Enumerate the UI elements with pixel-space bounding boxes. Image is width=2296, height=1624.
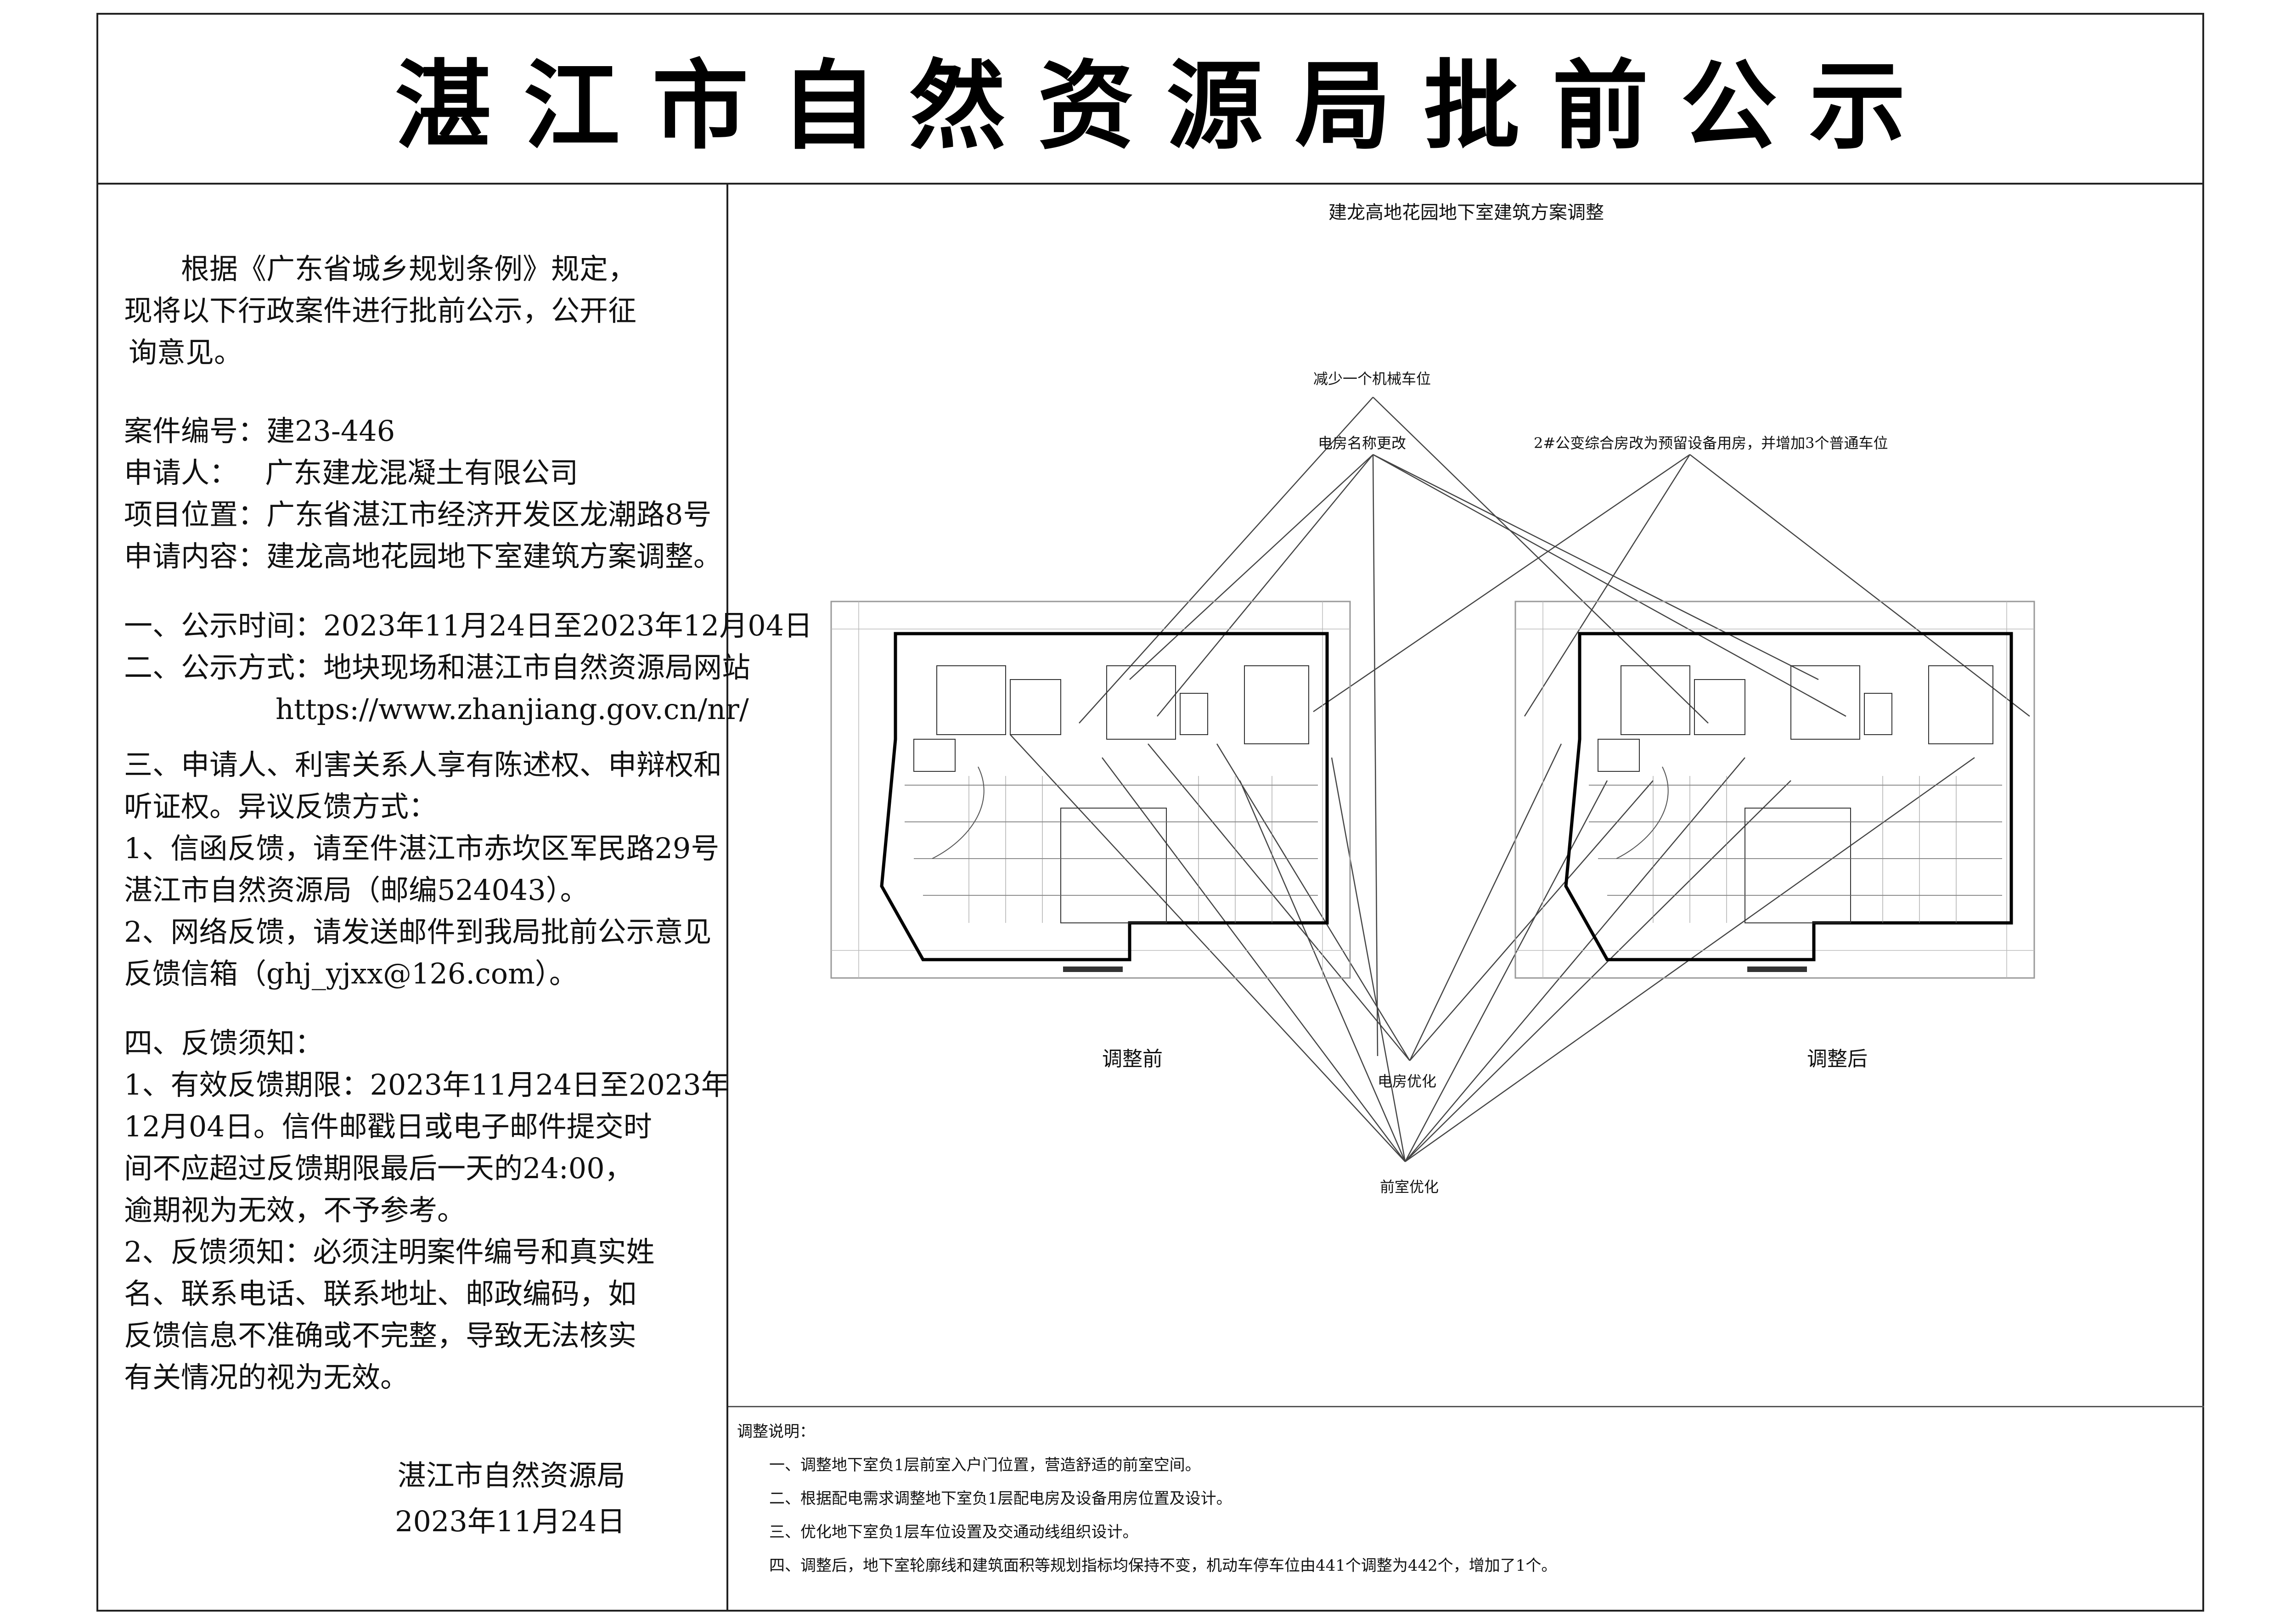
notes-heading: 调整说明： — [737, 1422, 815, 1441]
applicant: 申请人： 广东建龙混凝土有限公司 — [124, 456, 579, 489]
application-content: 申请内容：建龙高地花园地下室建筑方案调整。 — [124, 539, 722, 573]
callout-substation: 2#公变综合房改为预留设备用房，并增加3个普通车位 — [1534, 434, 1888, 452]
website-url: https://www.zhanjiang.gov.cn/nr/ — [276, 692, 749, 726]
plan-title: 建龙高地花园地下室建筑方案调整 — [1328, 202, 1604, 223]
project-location: 项目位置：广东省湛江市经济开发区龙潮路8号 — [124, 498, 712, 531]
feedback-line: 12月04日。信件邮戳日或电子邮件提交时 — [124, 1110, 652, 1143]
rights-line: 三、申请人、利害关系人享有陈述权、申辩权和 — [124, 748, 722, 781]
plan-after — [1514, 601, 2035, 979]
column-divider — [726, 185, 728, 1612]
feedback-line: 四、反馈须知： — [124, 1026, 324, 1060]
note-item: 三、优化地下室负1层车位设置及交通动线组织设计。 — [769, 1523, 1138, 1541]
feedback-line: 反馈信息不准确或不完整，导致无法核实 — [124, 1319, 637, 1352]
feedback-line: 逾期视为无效，不予参考。 — [124, 1193, 466, 1227]
page-frame — [96, 13, 2204, 1612]
intro-line: 根据《广东省城乡规划条例》规定， — [181, 252, 637, 286]
publicity-time: 一、公示时间：2023年11月24日至2023年12月04日 — [124, 609, 813, 642]
page-title: 湛江市自然资源局批前公示 — [394, 50, 1938, 163]
callout-rename: 电房名称更改 — [1318, 434, 1407, 452]
adjustment-notes: 调整说明： 一、调整地下室负1层前室入户门位置，营造舒适的前室空间。 二、根据配… — [737, 1415, 1557, 1583]
rights-line: 听证权。异议反馈方式： — [124, 790, 438, 823]
rights-line: 反馈信箱（ghj_yjxx@126.com）。 — [124, 957, 578, 990]
case-number: 案件编号：建23-446 — [124, 414, 395, 448]
feedback-line: 名、联系电话、联系地址、邮政编码，如 — [124, 1277, 637, 1310]
callout-power-opt: 电房优化 — [1378, 1073, 1437, 1090]
rights-line: 湛江市自然资源局（邮编524043）。 — [124, 873, 589, 907]
feedback-line: 2、反馈须知：必须注明案件编号和真实姓 — [124, 1235, 655, 1269]
signature-date: 2023年11月24日 — [395, 1505, 625, 1538]
feedback-line: 间不应超过反馈期限最后一天的24:00， — [124, 1152, 633, 1185]
notes-divider — [728, 1406, 2204, 1407]
callout-reduce-mech: 减少一个机械车位 — [1313, 370, 1431, 388]
signature-org: 湛江市自然资源局 — [397, 1459, 625, 1492]
feedback-line: 有关情况的视为无效。 — [124, 1360, 409, 1394]
note-item: 一、调整地下室负1层前室入户门位置，营造舒适的前室空间。 — [769, 1456, 1201, 1474]
rights-line: 2、网络反馈，请发送邮件到我局批前公示意见 — [124, 915, 712, 949]
title-band: 湛江市自然资源局批前公示 — [96, 13, 2204, 185]
caption-before: 调整前 — [1102, 1047, 1163, 1071]
plan-before — [830, 601, 1351, 979]
callout-lobby-opt: 前室优化 — [1380, 1178, 1439, 1196]
intro-line: 询意见。 — [129, 336, 243, 369]
notice-text: 根据《广东省城乡规划条例》规定， 现将以下行政案件进行批前公示，公开征 询意见。… — [124, 248, 813, 1398]
rights-line: 1、信函反馈，请至件湛江市赤坎区军民路29号 — [124, 832, 720, 865]
note-item: 四、调整后，地下室轮廓线和建筑面积等规划指标均保持不变，机动车停车位由441个调… — [769, 1557, 1557, 1575]
note-item: 二、根据配电需求调整地下室负1层配电房及设备用房位置及设计。 — [769, 1489, 1232, 1508]
signature: 湛江市自然资源局 2023年11月24日 — [395, 1453, 625, 1545]
intro-line: 现将以下行政案件进行批前公示，公开征 — [124, 294, 637, 327]
caption-after: 调整后 — [1807, 1047, 1868, 1071]
feedback-line: 1、有效反馈期限：2023年11月24日至2023年 — [124, 1068, 730, 1101]
publicity-method: 二、公示方式：地块现场和湛江市自然资源局网站 — [124, 651, 751, 684]
